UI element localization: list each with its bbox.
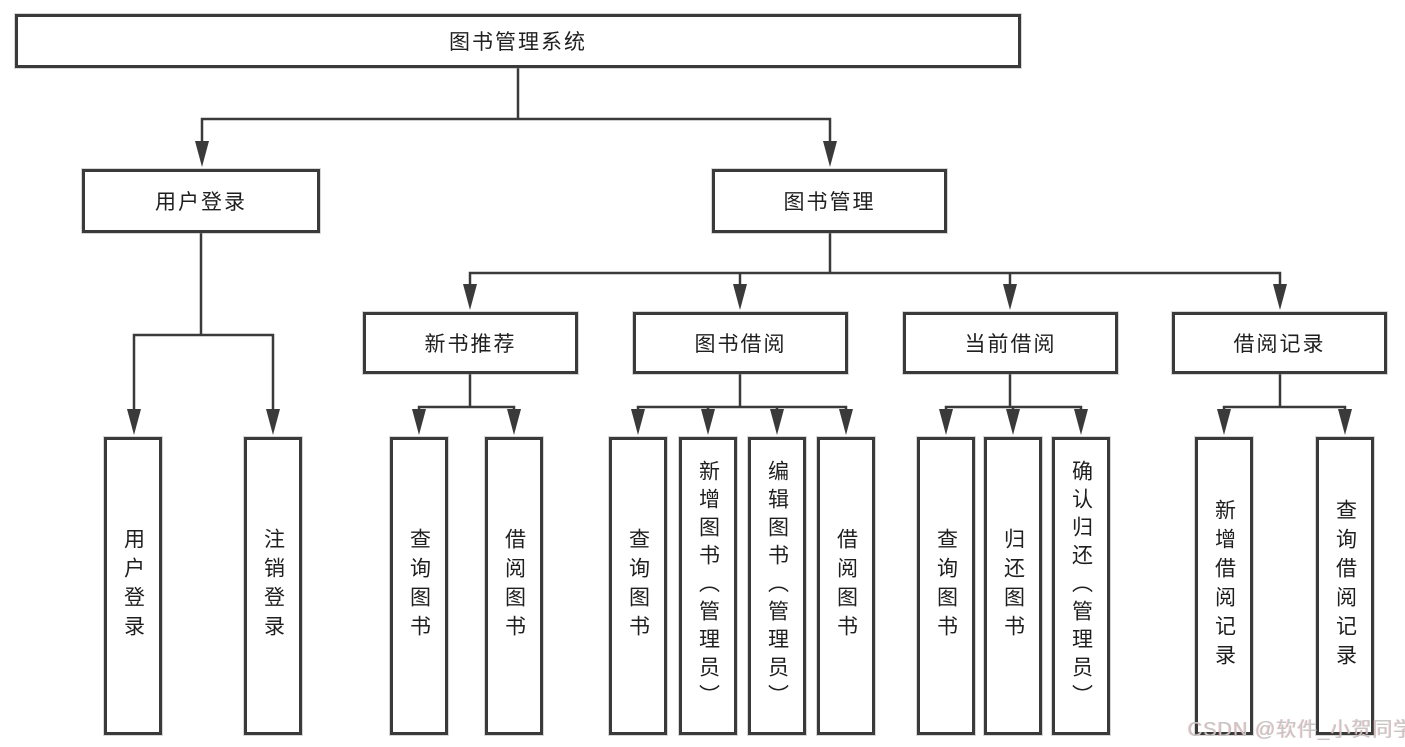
- node-label: 图书管理系统: [449, 31, 587, 54]
- leaf-query-books-recommend: 查询图书: [390, 437, 448, 735]
- arrowhead: [1338, 409, 1352, 435]
- arrowhead: [127, 409, 141, 435]
- connector-level2-bar: [200, 117, 832, 145]
- arrowhead: [839, 409, 853, 435]
- arrowhead: [1006, 409, 1020, 435]
- arrowhead: [1217, 409, 1231, 435]
- connector-recommend-bar: [417, 405, 516, 413]
- node-label: 用户登录: [155, 191, 247, 214]
- leaf-query-books-current: 查询图书: [917, 437, 975, 735]
- leaf-query-borrow-record: 查询借阅记录: [1316, 437, 1374, 735]
- leaf-label: 借阅图书: [834, 528, 858, 644]
- node-borrow-records: 借阅记录: [1172, 312, 1387, 374]
- arrowhead: [507, 409, 521, 435]
- leaf-query-books-borrowing: 查询图书: [609, 437, 667, 735]
- node-book-management: 图书管理: [712, 169, 947, 233]
- node-current-borrowing: 当前借阅: [903, 312, 1118, 374]
- leaf-borrow-books-borrowing: 借阅图书: [817, 437, 875, 735]
- leaf-logout: 注销登录: [244, 437, 302, 735]
- node-user-login: 用户登录: [82, 169, 320, 233]
- leaf-label: 归还图书: [1001, 528, 1025, 644]
- leaf-user-login: 用户登录: [104, 437, 162, 735]
- connector-borrowing-bar: [636, 405, 848, 413]
- leaf-label: 借阅图书: [502, 528, 526, 644]
- arrowhead: [939, 409, 953, 435]
- arrowhead: [195, 141, 209, 167]
- leaf-confirm-return-admin: 确认归还（管理员）: [1052, 437, 1110, 735]
- leaf-add-borrow-record: 新增借阅记录: [1195, 437, 1253, 735]
- leaf-label: 查询图书: [934, 528, 958, 644]
- arrowhead: [412, 409, 426, 435]
- arrowhead: [1273, 284, 1287, 310]
- node-label: 图书管理: [783, 191, 876, 214]
- leaf-label: 确认归还（管理员）: [1069, 460, 1093, 712]
- node-label: 新书推荐: [424, 333, 517, 356]
- leaf-label: 用户登录: [121, 528, 145, 644]
- arrowhead: [266, 409, 280, 435]
- leaf-label: 编辑图书（管理员）: [765, 460, 789, 712]
- leaf-label: 查询图书: [407, 528, 431, 644]
- leaf-return-book: 归还图书: [984, 437, 1042, 735]
- leaf-label: 查询图书: [626, 528, 650, 644]
- node-book-management-system: 图书管理系统: [15, 14, 1021, 68]
- leaf-label: 新增图书（管理员）: [696, 460, 720, 712]
- connector-user-login-bar: [132, 333, 275, 413]
- arrowhead: [733, 284, 747, 310]
- csdn-watermark: CSDN @软件_小贺同学: [1188, 719, 1405, 741]
- leaf-label: 注销登录: [261, 528, 285, 644]
- leaf-borrow-books-recommend: 借阅图书: [485, 437, 543, 735]
- arrowhead: [463, 284, 477, 310]
- arrowheads: [127, 141, 1352, 435]
- node-label: 图书借阅: [694, 333, 787, 356]
- leaf-add-book-admin: 新增图书（管理员）: [679, 437, 737, 735]
- leaf-label: 查询借阅记录: [1333, 499, 1357, 673]
- node-label: 借阅记录: [1233, 333, 1326, 356]
- node-new-book-recommend: 新书推荐: [363, 312, 578, 374]
- arrowhead: [1003, 284, 1017, 310]
- node-label: 当前借阅: [964, 333, 1057, 356]
- node-book-borrowing: 图书借阅: [633, 312, 848, 374]
- leaf-edit-book-admin: 编辑图书（管理员）: [748, 437, 806, 735]
- leaf-label: 新增借阅记录: [1212, 499, 1236, 673]
- arrowhead: [1074, 409, 1088, 435]
- arrowhead: [770, 409, 784, 435]
- arrowhead: [701, 409, 715, 435]
- connector-records-bar: [1222, 405, 1347, 413]
- arrowhead: [631, 409, 645, 435]
- arrowhead: [823, 141, 837, 167]
- connector-level3-bar: [468, 271, 1282, 287]
